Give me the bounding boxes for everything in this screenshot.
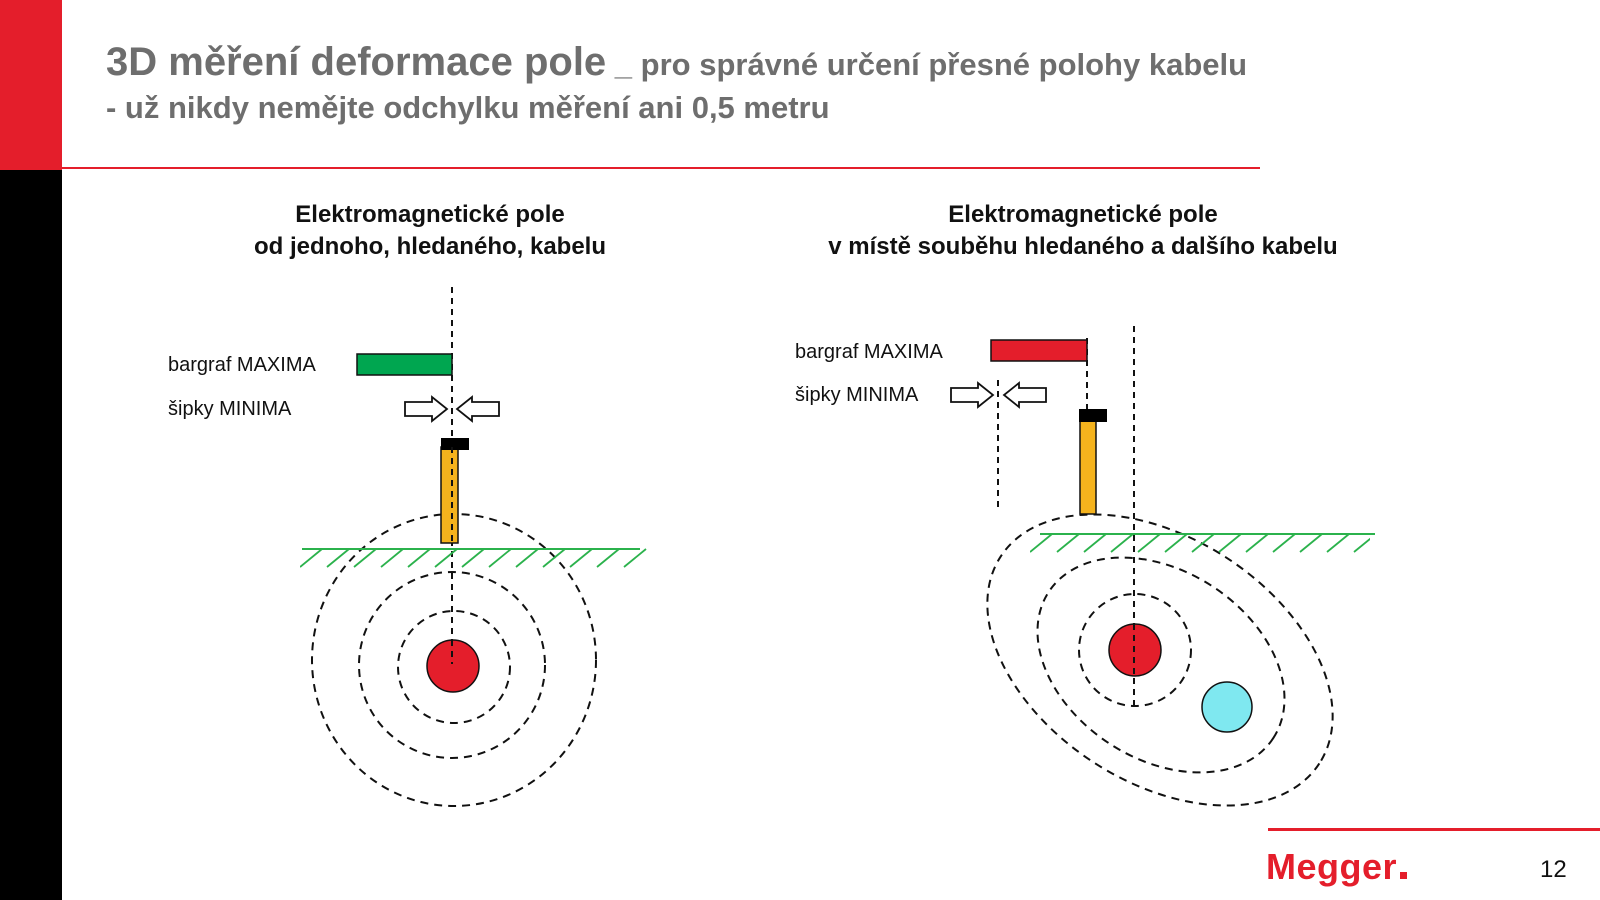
- diagram-right-field-ellipse-2: [1036, 556, 1286, 774]
- diagram-right-field-ellipse-3: [986, 513, 1334, 807]
- diagram-left-label-max: bargraf MAXIMA: [168, 354, 316, 376]
- header-divider: [62, 167, 1260, 169]
- diagram-left-title-line1: Elektromagnetické pole: [295, 201, 564, 228]
- diagram-left-ground-hatch-mark: [407, 548, 431, 568]
- diagram-left-ground-hatch-mark: [596, 548, 620, 568]
- diagram-right-ground-hatch-mark: [1056, 533, 1080, 553]
- diagram-left-ground-hatch-mark: [488, 548, 512, 568]
- diagram-right-ground-hatch-mark: [1191, 533, 1215, 553]
- diagram-right-probe-head: [1079, 409, 1107, 422]
- diagram-right-ground-hatch-mark: [1110, 533, 1134, 553]
- diagram-left-ground-hatch-mark: [515, 548, 539, 568]
- diagram-left-title-line2: od jednoho, hledaného, kabelu: [254, 233, 606, 260]
- diagram-left-ground-hatch-mark: [461, 548, 485, 568]
- diagram-right-field-lines: [986, 513, 1334, 807]
- diagram-right-label-max: bargraf MAXIMA: [795, 341, 943, 363]
- diagram-right-ground-hatch-mark: [1353, 537, 1370, 553]
- diagram-right-ground-hatch-mark: [1137, 533, 1161, 553]
- diagram-right-ground-hatch: [1030, 533, 1370, 553]
- diagram-left-probe-head: [441, 438, 469, 450]
- diagram-left-ground-hatch-mark: [326, 548, 350, 568]
- diagram-right-bargraph: [990, 339, 1088, 362]
- diagram-left-bargraph: [356, 353, 453, 376]
- diagram-left-arrow-left-icon: [455, 395, 500, 423]
- diagram-right-ground-hatch-mark: [1299, 533, 1323, 553]
- diagram-left-field-circle-1: [397, 610, 511, 724]
- diagram-right: Elektromagnetické pole v místě souběhu h…: [795, 201, 1375, 807]
- diagram-left-ground-hatch-mark: [623, 548, 647, 568]
- diagram-left-arrow-right-icon: [404, 395, 449, 423]
- diagram-right-ground-hatch-mark: [1272, 533, 1296, 553]
- diagram-right-label-min: šipky MINIMA: [795, 384, 919, 406]
- diagram-right-title-line2: v místě souběhu hledaného a dalšího kabe…: [828, 233, 1337, 260]
- diagram-right-ground-hatch-mark: [1030, 533, 1053, 553]
- diagram-left-ground-hatch-mark: [434, 548, 458, 568]
- diagram-left-ground-hatch-mark: [542, 548, 566, 568]
- diagram-right-probe: [1079, 420, 1097, 515]
- megger-logo: Megger: [1266, 846, 1408, 888]
- diagram-right-ground: [1030, 533, 1375, 553]
- page-number: 12: [1540, 856, 1567, 883]
- page-subtitle: - už nikdy nemějte odchylku měření ani 0…: [106, 90, 830, 125]
- diagram-right-ground-hatch-mark: [1218, 533, 1242, 553]
- diagram-left-ground-hatch-mark: [300, 548, 323, 568]
- diagram-left-ground-hatch-mark: [380, 548, 404, 568]
- diagram-left-probe: [440, 446, 459, 544]
- side-accent-black: [0, 170, 62, 900]
- diagram-right-cable-other: [1201, 681, 1253, 733]
- side-accent-red: [0, 0, 62, 170]
- diagram-left-field-circle-2: [358, 571, 546, 759]
- diagram-left: Elektromagnetické pole od jednoho, hleda…: [168, 201, 647, 807]
- diagram-left-label-min: šipky MINIMA: [168, 398, 292, 420]
- megger-logo-dot-icon: [1400, 872, 1408, 879]
- diagram-right-arrow-left-icon: [1002, 381, 1047, 409]
- diagram-right-ground-hatch-mark: [1326, 533, 1350, 553]
- page-title: 3D měření deformace pole _ pro správné u…: [106, 38, 1247, 95]
- page-title-main: 3D měření deformace pole: [106, 40, 607, 84]
- diagram-right-field-ellipse-1: [1078, 593, 1192, 707]
- diagram-right-ground-hatch-mark: [1245, 533, 1269, 553]
- diagram-left-ground-hatch-mark: [353, 548, 377, 568]
- diagram-right-title-line1: Elektromagnetické pole: [948, 201, 1217, 228]
- diagram-right-arrow-right-icon: [950, 381, 995, 409]
- diagram-right-ground-hatch-mark: [1164, 533, 1188, 553]
- diagram-left-ground-hatch-mark: [569, 548, 593, 568]
- diagram-left-cable-target: [426, 639, 480, 693]
- page-title-tail: _ pro správné určení přesné polohy kabel…: [606, 47, 1248, 82]
- footer-divider: [1268, 828, 1600, 831]
- diagram-right-ground-hatch-mark: [1083, 533, 1107, 553]
- diagram-left-ground: [300, 548, 647, 568]
- megger-logo-text: Megger: [1266, 846, 1398, 887]
- diagram-left-ground-hatch: [300, 548, 647, 568]
